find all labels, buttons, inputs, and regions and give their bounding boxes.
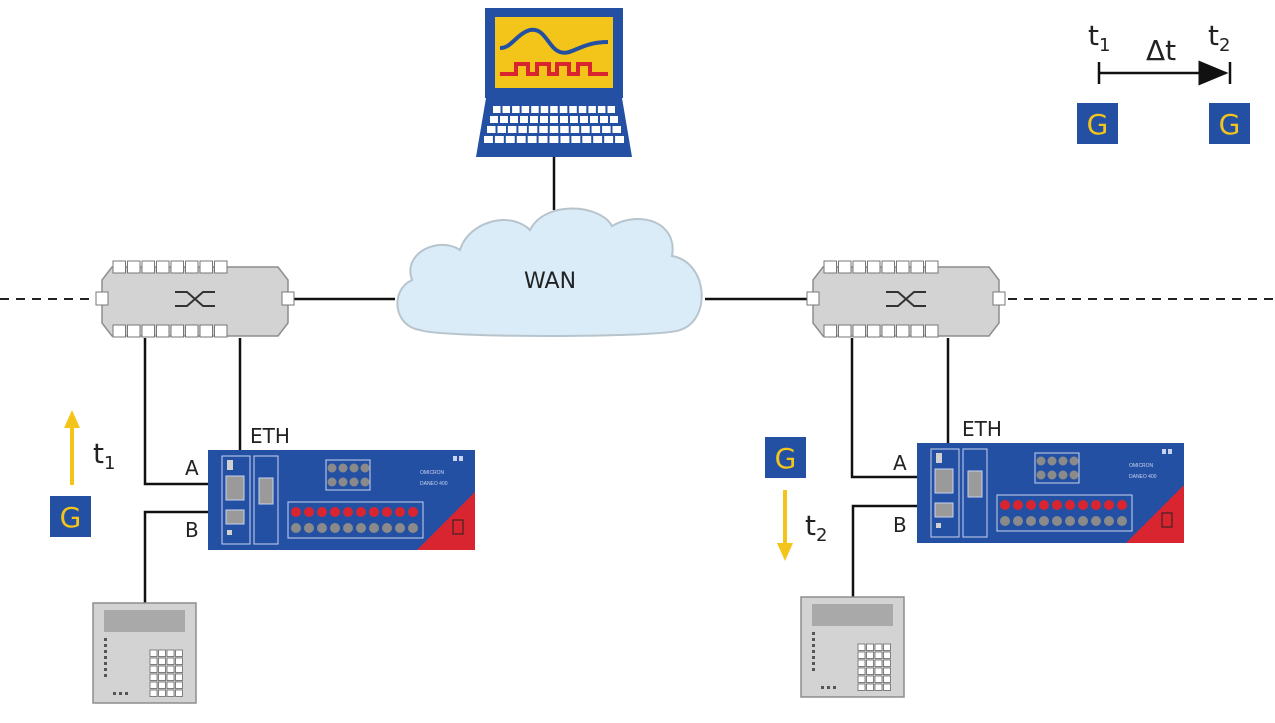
desk-phone-icon-left	[92, 602, 197, 704]
device-model-label: DANEO 400	[420, 481, 448, 487]
gps-up-arrow-icon	[64, 410, 80, 485]
wan-cloud: WAN	[396, 207, 703, 337]
gps-badge-left: G	[50, 496, 91, 537]
device-brand-label: OMICRON	[420, 470, 445, 476]
device-model-label: DANEO 400	[1129, 474, 1157, 480]
port-b-label-left: B	[185, 518, 199, 542]
legend-delta-t-label: Δt	[1146, 34, 1176, 67]
delta-t-legend: t1 Δt t2 G G	[1077, 19, 1250, 144]
port-b-label-right: B	[893, 513, 907, 537]
legend-t2-label: t2	[1208, 19, 1230, 56]
wan-label: WAN	[524, 269, 576, 294]
t1-label-left: t1	[93, 437, 115, 474]
legend-gps-badge-1: G	[1077, 103, 1118, 144]
eth-label-left: ETH	[250, 424, 290, 448]
svg-text:G: G	[1087, 108, 1109, 141]
svg-text:G: G	[60, 501, 82, 534]
eth-label-right: ETH	[962, 417, 1002, 441]
legend-gps-badge-2: G	[1209, 103, 1250, 144]
legend-t1-label: t1	[1088, 19, 1110, 56]
daneo-device-right: OMICRON DANEO 400	[917, 443, 1184, 543]
port-a-label-left: A	[185, 456, 199, 480]
port-a-label-right: A	[893, 451, 907, 475]
laptop-icon	[476, 8, 632, 157]
network-switch-right	[806, 260, 1006, 338]
daneo-device-left: OMICRON DANEO 400	[208, 450, 475, 550]
gps-down-arrow-icon	[777, 490, 793, 561]
device-brand-label: OMICRON	[1129, 463, 1154, 469]
desk-phone-icon-right	[800, 596, 905, 698]
svg-text:G: G	[1219, 108, 1241, 141]
svg-text:G: G	[775, 442, 797, 475]
t2-label-right: t2	[805, 509, 827, 546]
connection-lines	[143, 157, 950, 603]
network-switch-left	[95, 260, 295, 338]
gps-badge-right: G	[765, 437, 806, 478]
